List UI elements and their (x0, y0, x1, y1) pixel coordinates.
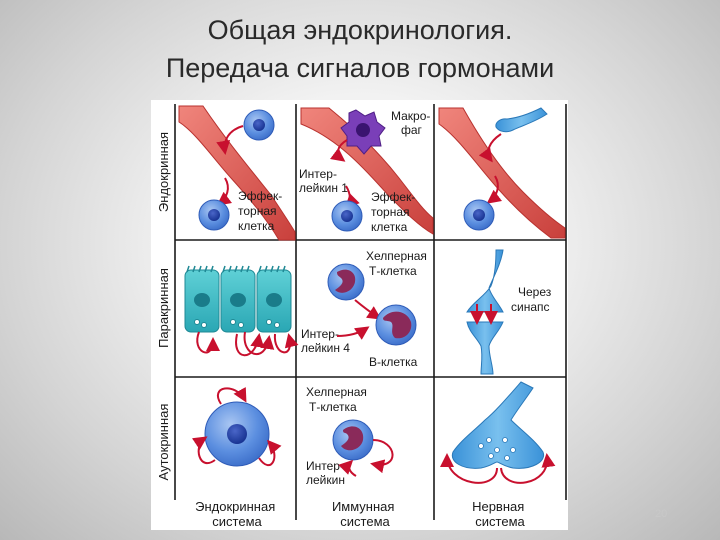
endocrine-endocrine-panel: Эффек- торная клетка (178, 105, 296, 241)
neuron-terminal (451, 381, 545, 469)
svg-text:Хелперная Т-клетка: Хелперная Т-клетка (306, 385, 370, 414)
svg-text:Эффек- торная клет: Эффек- торная клетка (371, 190, 419, 234)
svg-text:Интер- лейкин: Интер- лейкин (306, 459, 347, 487)
helper-label: Т-клетка (369, 264, 417, 278)
effector-label: Эффек- (371, 190, 415, 204)
paracrine-immune-panel: Хелперная Т-клетка Интер- лейкин 4 В-кле… (301, 249, 430, 369)
synapse-label: синапс (511, 300, 550, 314)
signal-arrow (478, 133, 502, 163)
epithelial-cell (256, 265, 292, 333)
interleukin-label: Интер- (299, 167, 337, 181)
nucleus (356, 123, 370, 137)
effector-label: Эффек- (238, 189, 282, 203)
paracrine-nervous-panel: Через синапс (466, 249, 555, 375)
row-label-paracrine: Паракринная (156, 268, 171, 348)
row-label-endocrine: Эндокринная (156, 132, 171, 212)
signaling-diagram: Эндокринная Паракринная Аутокринная Эффе… (156, 104, 567, 529)
signal-arrow (486, 175, 502, 204)
blood-vessel (438, 107, 566, 239)
signal-arrow (336, 326, 370, 340)
nucleus (473, 209, 485, 221)
macrophage-label: Макро- (391, 109, 430, 123)
signal-arrow (354, 299, 382, 320)
bcell-label: В-клетка (369, 355, 418, 369)
nucleus (383, 311, 412, 339)
endocrine-nervous-panel (438, 107, 566, 239)
column-label-endocrine: система (212, 514, 262, 529)
interleukin-label: Интер- (301, 327, 339, 341)
signal-arrow (370, 439, 394, 474)
grid-lines (174, 104, 567, 520)
nucleus (335, 269, 356, 293)
column-label-nervous: Нервная (472, 499, 524, 514)
macrophage-label: фаг (401, 123, 423, 137)
signal-arrow (196, 331, 220, 354)
nucleus (341, 426, 364, 451)
interleukin-label: лейкин 4 (301, 341, 350, 355)
effector-label: клетка (238, 219, 275, 233)
page-number: 20 (655, 508, 668, 520)
effector-label: торная (371, 205, 410, 219)
svg-text:Через синапс: Через синапс (511, 285, 555, 314)
paracrine-endocrine-panel (184, 265, 299, 357)
helper-label: Хелперная (306, 385, 367, 399)
signal-arrow (216, 125, 244, 155)
nucleus (227, 424, 247, 444)
signal-arrow (273, 333, 299, 354)
blood-vessel (300, 107, 434, 235)
signal-arrow (258, 439, 282, 467)
epithelial-cell (184, 265, 220, 333)
nucleus (208, 209, 220, 221)
signal-arrow (500, 453, 556, 484)
vesicles (478, 437, 516, 461)
svg-text:Интер- лейкин 1: Интер- лейкин 1 (299, 167, 348, 195)
svg-text:Хелперная Т-клетка: Хелперная Т-клетка (366, 249, 430, 278)
helper-label: Т-клетка (309, 400, 357, 414)
presynaptic-neuron (466, 249, 504, 313)
column-label-immune: система (340, 514, 390, 529)
effector-label: клетка (371, 220, 408, 234)
endocrine-immune-panel: Макро- фаг Интер- лейкин 1 Эффек- торная… (299, 107, 434, 235)
effector-label: торная (238, 204, 277, 218)
epithelial-cell (220, 265, 256, 333)
signal-arrow (217, 386, 247, 405)
hormone-signaling-figure: Эндокринная Паракринная Аутокринная Эффе… (151, 100, 568, 530)
nucleus (341, 210, 353, 222)
interleukin-label: лейкин (306, 473, 345, 487)
nucleus (253, 119, 265, 131)
svg-text:Нервная система: Нервная система (472, 499, 528, 529)
svg-text:Эффек- торная клет: Эффек- торная клетка (238, 189, 286, 233)
signal-arrow (216, 177, 232, 206)
postsynaptic-neuron (466, 321, 504, 375)
signal-arrow (235, 333, 265, 357)
slide-title-line-2: Передача сигналов гормонами (165, 53, 555, 83)
interleukin-label: Интер- (306, 459, 344, 473)
svg-text:Макро- фаг: Макро- фаг (391, 109, 434, 137)
svg-text:Иммунная система: Иммунная система (332, 499, 398, 529)
synapse-label: Через (518, 285, 552, 299)
blood-vessel (178, 105, 296, 241)
neuron-terminal (495, 107, 548, 133)
row-label-autocrine: Аутокринная (156, 404, 171, 481)
interleukin-label: лейкин 1 (299, 181, 348, 195)
svg-text:Эндокринная система: Эндокринная система (195, 499, 279, 529)
signal-arrow (338, 459, 357, 477)
autocrine-nervous-panel (440, 381, 556, 484)
signal-arrow (440, 453, 498, 484)
slide-title-line-1: Общая эндокринология. (207, 15, 513, 45)
signal-arrow (330, 139, 348, 162)
signal-arrow (191, 436, 216, 464)
column-label-nervous: система (475, 514, 525, 529)
column-label-endocrine: Эндокринная (195, 499, 275, 514)
signal-arrow (243, 331, 275, 356)
helper-label: Хелперная (366, 249, 427, 263)
column-label-immune: Иммунная (332, 499, 395, 514)
autocrine-endocrine-panel (191, 386, 282, 467)
autocrine-immune-panel: Хелперная Т-клетка Интер- лейкин (306, 385, 394, 487)
svg-text:Интер- лейкин 4: Интер- лейкин 4 (301, 327, 350, 355)
